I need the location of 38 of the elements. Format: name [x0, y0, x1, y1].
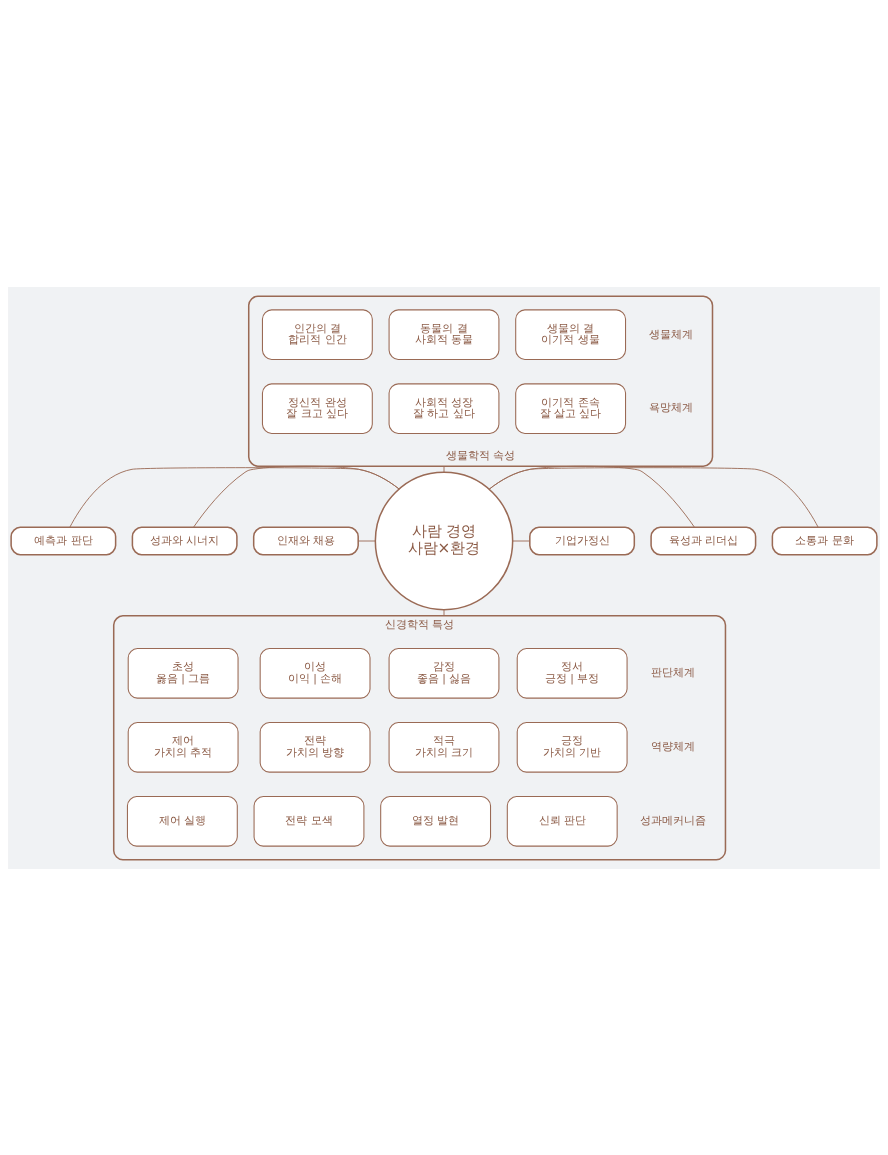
node-box: 이성 이익 | 손해: [259, 647, 371, 699]
label: 성과메커니즘: [639, 813, 706, 827]
node-box: 초성 옳음 | 그름: [127, 647, 239, 699]
node-box: 신뢰 판단: [506, 795, 618, 847]
node-box: 기업가정신: [529, 526, 636, 555]
connector: [488, 465, 695, 527]
node-box: 전략 가치의 방향: [259, 721, 371, 773]
node-box: 긍정 가치의 기반: [516, 721, 628, 773]
label: 역량체계: [650, 739, 695, 753]
node-box: 예측과 판단: [10, 526, 117, 555]
node-box: 소통과 문화: [771, 526, 878, 555]
node-box: 사회적 성장 잘 하고 싶다: [388, 382, 500, 434]
node-box: 인재와 채용: [252, 526, 359, 555]
node-box: 인간의 결 합리적 인간: [261, 308, 373, 360]
connector: [512, 540, 530, 541]
node-box: 제어 가치의 추적: [127, 721, 239, 773]
connector: [488, 466, 819, 528]
node-circle: 사람 경영 사람×환경: [374, 471, 514, 610]
node-box: 제어 실행: [126, 795, 238, 847]
node-box: 정신적 완성 잘 크고 싶다: [261, 382, 373, 434]
node-box: 성과와 시너지: [131, 526, 238, 555]
label: 생물체계: [648, 327, 693, 340]
node-box: 적극 가치의 크기: [388, 721, 500, 773]
node-box: 정서 긍정 | 부정: [516, 647, 628, 699]
connector: [357, 540, 376, 541]
node-box: 이기적 존속 잘 살고 싶다: [515, 382, 627, 434]
connector: [193, 465, 400, 527]
node-box: 열정 발현: [380, 795, 492, 847]
label: 판단체계: [650, 665, 695, 679]
connector: [69, 466, 400, 528]
label: 욕망체계: [648, 400, 693, 414]
node-box: 동물의 결 사회적 동물: [388, 308, 500, 360]
node-box: 생물의 결 이기적 생물: [515, 308, 627, 360]
node-box: 육성과 리더십: [650, 526, 757, 555]
node-box: 감정 좋음 | 싫음: [388, 647, 500, 699]
node-box: 전략 모색: [253, 795, 365, 847]
connector: [443, 465, 445, 473]
connector: [443, 608, 445, 616]
